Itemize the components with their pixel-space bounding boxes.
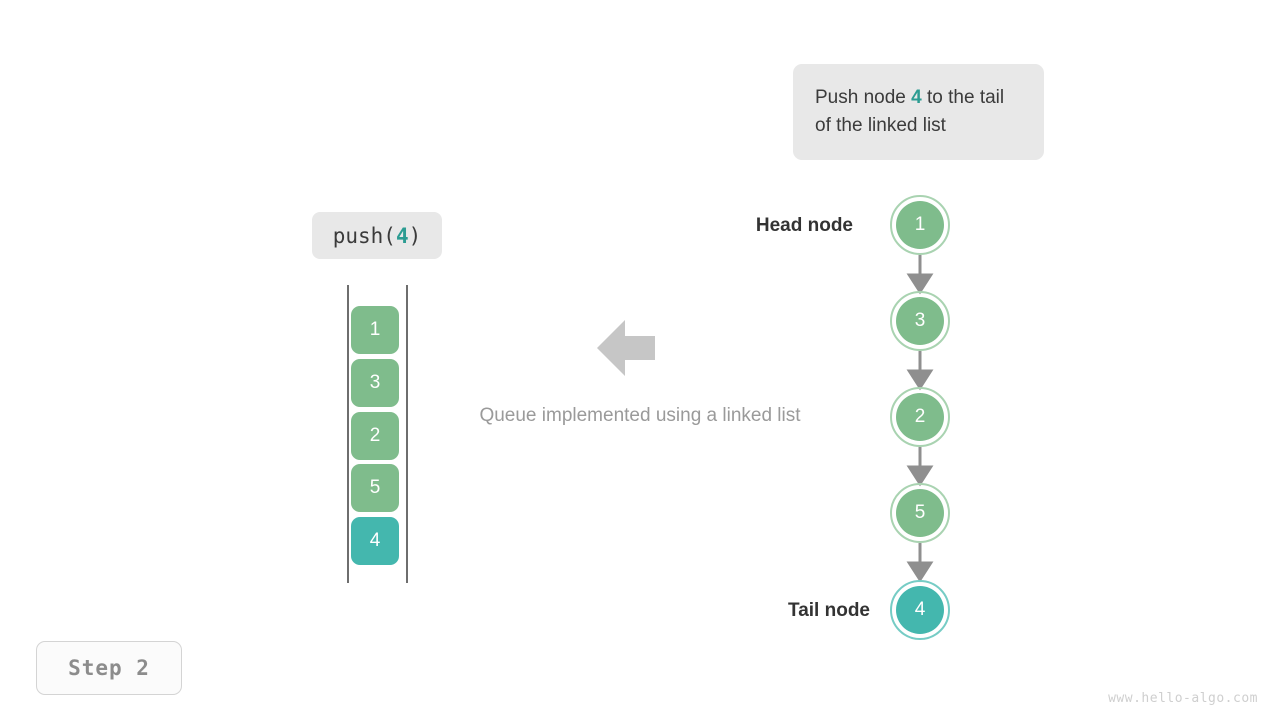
- tail-node-label: Tail node: [788, 600, 870, 621]
- operation-suffix: ): [408, 223, 422, 248]
- linked-list-node: 3: [890, 291, 950, 351]
- node-value: 3: [914, 310, 926, 331]
- node-circle: 2: [896, 393, 944, 441]
- node-value: 2: [914, 406, 926, 427]
- node-value: 1: [914, 214, 926, 235]
- queue-item-value: 3: [369, 372, 381, 393]
- linked-list-node-head: 1: [890, 195, 950, 255]
- operation-prefix: push(: [332, 223, 396, 248]
- callout-accent-value: 4: [911, 87, 922, 108]
- queue-item: 3: [351, 359, 399, 407]
- head-node-label: Head node: [755, 215, 853, 236]
- queue-item-highlighted: 4: [351, 517, 399, 565]
- callout-box: Push node 4 to the tail of the linked li…: [793, 64, 1044, 160]
- callout-text-before: Push node: [815, 87, 912, 108]
- node-circle: 1: [896, 201, 944, 249]
- callout-text-after: to the tail of the linked list: [815, 87, 1005, 136]
- watermark: www.hello-algo.com: [1108, 691, 1258, 706]
- step-badge: Step 2: [36, 641, 182, 695]
- queue-item: 2: [351, 412, 399, 460]
- node-value: 5: [914, 502, 926, 523]
- queue-item-value: 2: [369, 425, 381, 446]
- queue-rail-left: [347, 285, 349, 583]
- operation-chip-text: push(4): [333, 224, 422, 248]
- linked-list-node: 5: [890, 483, 950, 543]
- node-circle: 5: [896, 489, 944, 537]
- callout-text: Push node 4 to the tail of the linked li…: [815, 84, 1022, 140]
- queue-item-value: 4: [369, 530, 381, 551]
- queue-item: 1: [351, 306, 399, 354]
- node-circle: 3: [896, 297, 944, 345]
- operation-accent-value: 4: [395, 223, 409, 248]
- queue-item-value: 1: [369, 319, 381, 340]
- queue-caption: Queue implemented using a linked list: [479, 405, 801, 426]
- queue-item: 5: [351, 464, 399, 512]
- linked-list-node-tail: 4: [890, 580, 950, 640]
- node-circle: 4: [896, 586, 944, 634]
- step-badge-label: Step 2: [68, 656, 150, 680]
- node-value: 4: [914, 599, 926, 620]
- arrow-left-icon: [595, 318, 657, 378]
- linked-list-node: 2: [890, 387, 950, 447]
- operation-chip: push(4): [312, 212, 442, 259]
- queue-item-value: 5: [369, 477, 381, 498]
- queue-rail-right: [406, 285, 408, 583]
